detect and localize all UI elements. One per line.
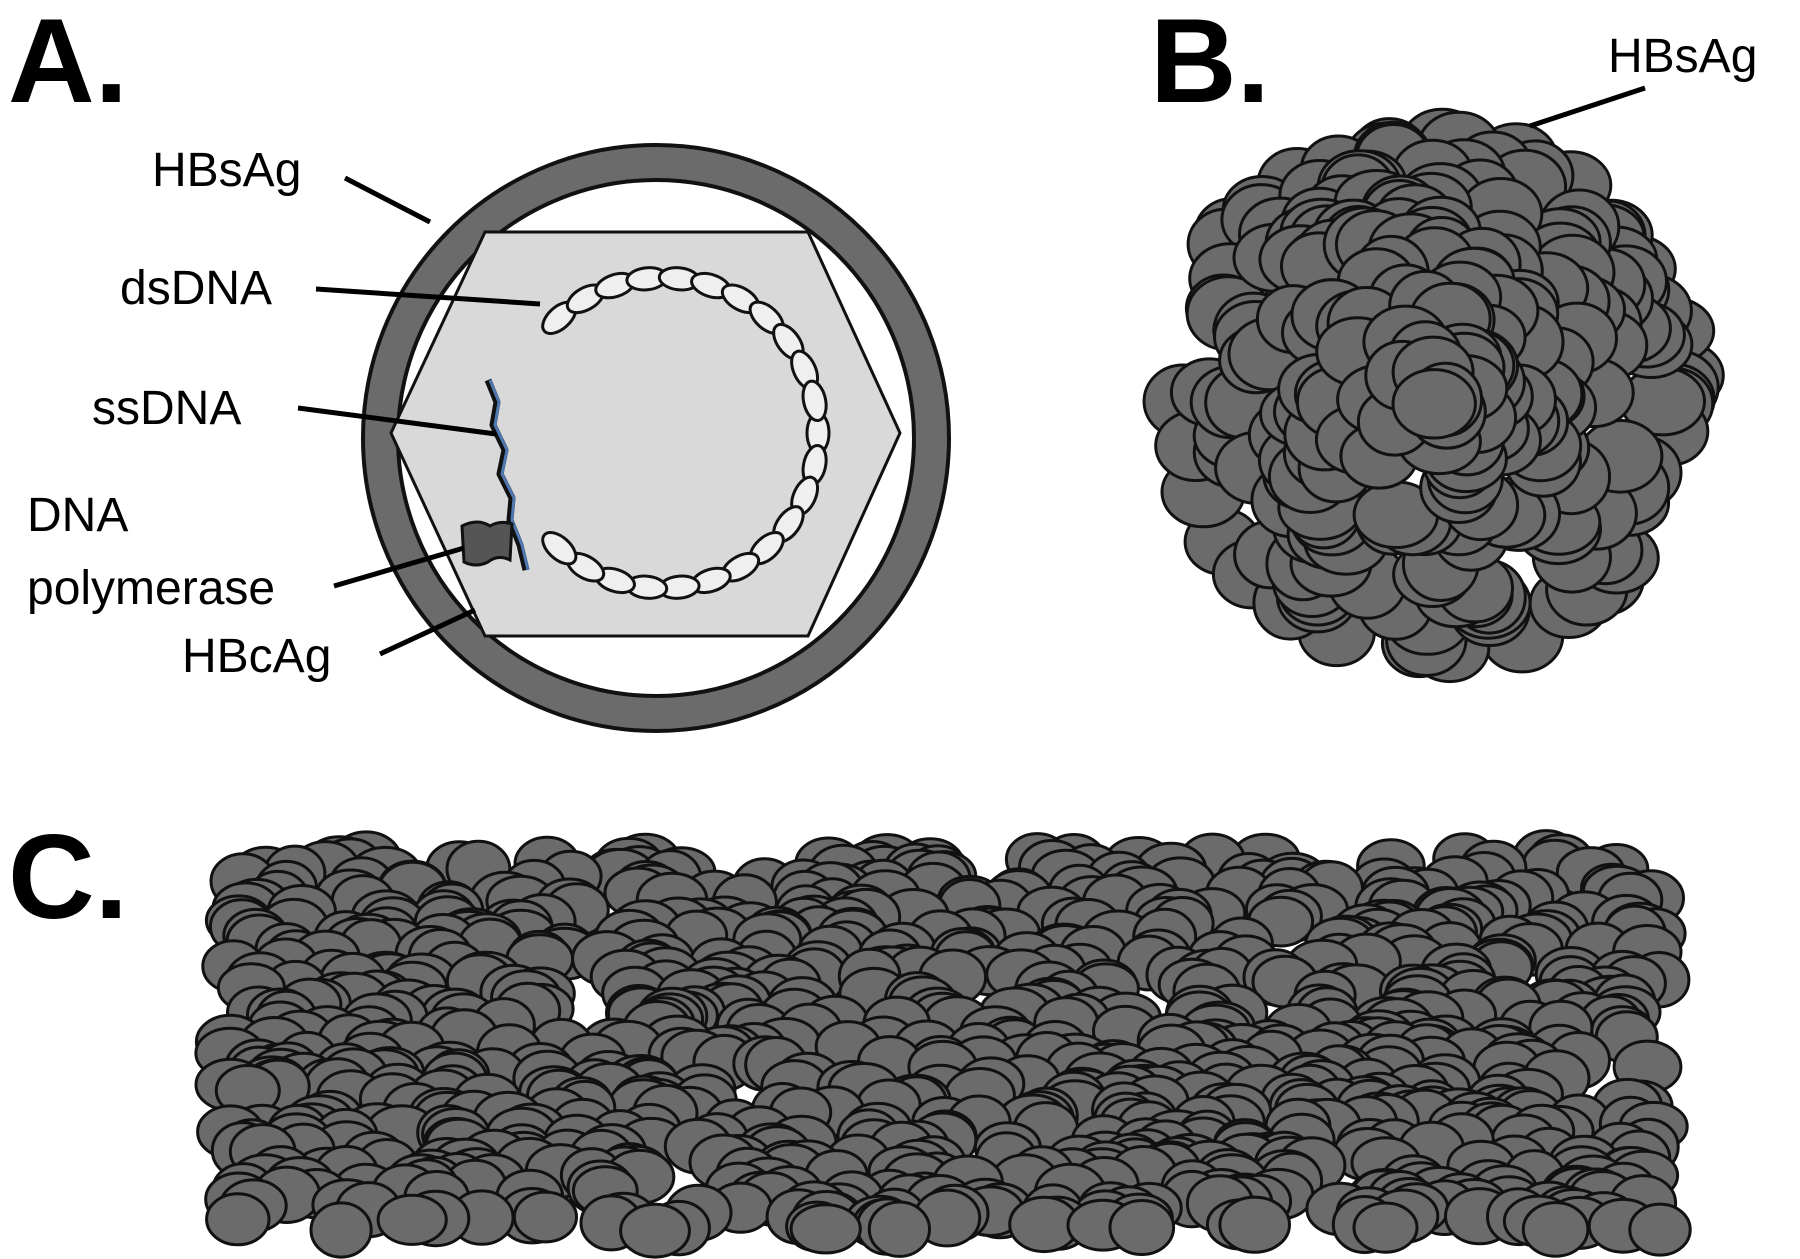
panel-a: A. HBsAg dsDNA ssDNA DNA polymerase HBcA… [8,0,951,733]
hbsag-protein-blob [512,1190,579,1244]
label-a-hbcag: HBcAg [182,630,331,683]
leader-a-hbcag [378,607,477,657]
hbsag-filamentous-particle [194,829,1692,1259]
panel-c-letter: C. [8,810,128,944]
panel-c: C. [8,810,1692,1259]
panel-b-letter: B. [1150,0,1270,128]
hbsag-protein-blob [619,1202,691,1259]
label-a-ssdna: ssDNA [92,382,241,435]
ssdna-strand-highlight [488,379,530,571]
hbsag-protein-blob [1352,1201,1419,1254]
label-a-dsdna: dsDNA [120,262,272,315]
label-b-hbsag: HBsAg [1608,30,1757,83]
label-a-dna: DNA [27,489,128,542]
dsdna-segment [801,379,828,422]
hbsag-spherical-particle [1142,107,1725,684]
panel-b: B. HBsAg [1142,0,1757,684]
dsdna-ring [541,266,831,600]
label-a-hbsag: HBsAg [152,144,301,197]
leader-a-hbsag [343,175,432,225]
leader-a-dsdna [315,286,541,307]
hbsag-protein-blob [1521,1201,1590,1258]
leader-a-polymerase [333,545,465,589]
hbsag-protein-blob [1628,1202,1692,1257]
label-a-polymerase: polymerase [27,562,275,615]
hbsag-protein-blob [867,1200,932,1258]
hbsag-protein-blob [309,1201,373,1259]
hbsag-protein-blob [1108,1199,1176,1256]
hbsag-protein-blob [1218,1195,1291,1254]
ssdna-strand [484,378,530,571]
leader-b-hbsag [1529,85,1646,129]
hbsag-protein-blob [376,1193,448,1246]
dna-polymerase-shape [460,520,514,567]
panel-a-letter: A. [8,0,128,128]
hbsag-protein-blob [1391,368,1477,440]
leader-a-ssdna [297,405,497,437]
hbsag-protein-blob [205,1192,271,1247]
hbsag-protein-blob [789,1203,862,1255]
dsdna-segment [541,531,578,566]
